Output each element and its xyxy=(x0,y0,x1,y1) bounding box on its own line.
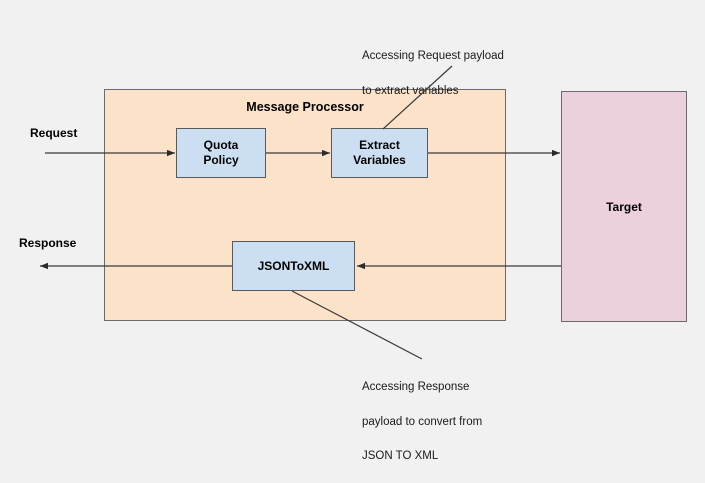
policy-extract-variables-label: Extract Variables xyxy=(353,138,406,168)
policy-jsontoxml[interactable]: JSONToXML xyxy=(232,241,355,291)
target-box[interactable]: Target xyxy=(561,91,687,322)
request-label: Request xyxy=(30,126,78,140)
annotation-response-line-3: JSON TO XML xyxy=(362,450,439,463)
annotation-request-line-1: Accessing Request payload xyxy=(362,50,504,63)
policy-label-line-2: Variables xyxy=(353,153,406,167)
annotation-response: Accessing Response payload to convert fr… xyxy=(362,362,482,483)
annotation-response-line-1: Accessing Response xyxy=(362,381,470,394)
diagram-canvas: Message Processor Target Quota Policy Ex… xyxy=(19,31,687,463)
annotation-request-line-2: to extract variables xyxy=(362,84,459,97)
policy-label-line-2: Policy xyxy=(203,153,239,167)
policy-extract-variables[interactable]: Extract Variables xyxy=(331,128,428,178)
policy-quota-policy-label: Quota Policy xyxy=(203,138,238,168)
policy-jsontoxml-label: JSONToXML xyxy=(257,258,330,273)
policy-label-line-1: Extract xyxy=(359,138,400,152)
message-processor-title: Message Processor xyxy=(246,100,364,114)
target-label: Target xyxy=(606,199,642,214)
annotation-request: Accessing Request payload to extract var… xyxy=(362,31,504,117)
policy-quota-policy[interactable]: Quota Policy xyxy=(176,128,266,178)
response-label: Response xyxy=(19,236,77,250)
annotation-response-line-2: payload to convert from xyxy=(362,415,483,428)
policy-label-line-1: Quota xyxy=(203,138,239,152)
